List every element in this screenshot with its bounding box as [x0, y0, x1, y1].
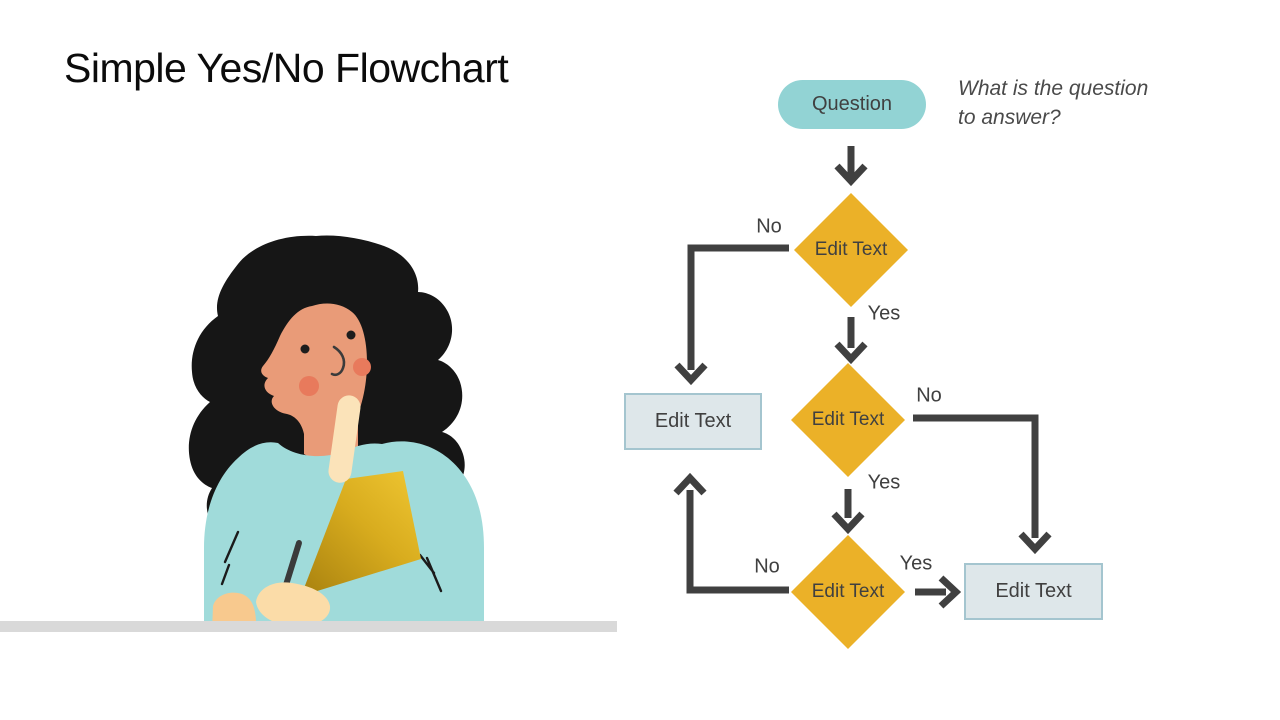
notebook-shape: [301, 471, 421, 596]
arrow-decision3-yes-to-result-right: [915, 575, 962, 609]
finger-shape: [328, 395, 361, 483]
blush-right: [353, 358, 371, 376]
start-node-question[interactable]: Question: [778, 80, 926, 129]
flowchart-connectors: [673, 146, 1052, 609]
sleeve-mark: [220, 530, 443, 593]
arrow-decision2-no-to-result-right: [913, 414, 1052, 555]
result-right-label: Edit Text: [995, 580, 1072, 602]
decision-2-label: Edit Text: [811, 409, 885, 430]
start-node-label: Question: [811, 93, 893, 115]
arrow-decision1-no-to-result-left: [674, 244, 789, 386]
eye-right: [346, 330, 356, 340]
arrow-question-to-decision1: [834, 146, 868, 187]
table-edge-bar: [0, 621, 617, 632]
result-left-label: Edit Text: [654, 410, 732, 432]
decision-1-label: Edit Text: [814, 239, 888, 260]
eye-left: [300, 344, 310, 354]
result-node-right[interactable]: Edit Text: [964, 563, 1103, 620]
hand-shape: [256, 582, 331, 627]
page-title: Simple Yes/No Flowchart: [64, 45, 509, 91]
edge-label-no-1: No: [756, 215, 782, 238]
annotation-line-1: What is the question: [958, 77, 1149, 100]
decision-3-label: Edit Text: [811, 581, 885, 602]
annotation-line-2: to answer?: [958, 106, 1061, 129]
arrow-decision3-no-to-result-left: [673, 472, 789, 594]
arrow-decision1-yes-to-decision2: [834, 317, 868, 365]
thinking-woman-illustration: [188, 235, 484, 632]
blush-left: [299, 376, 319, 396]
arrow-decision2-yes-to-decision3: [831, 489, 865, 535]
edge-label-yes-1: Yes: [867, 302, 901, 325]
question-annotation: What is the question to answer?: [958, 74, 1148, 132]
result-node-left[interactable]: Edit Text: [624, 393, 762, 450]
edge-label-yes-2: Yes: [867, 471, 901, 494]
edge-label-no-3: No: [754, 555, 780, 578]
nose-mouth-line: [330, 345, 346, 377]
edge-label-yes-3: Yes: [899, 552, 933, 575]
edge-label-no-2: No: [916, 384, 942, 407]
